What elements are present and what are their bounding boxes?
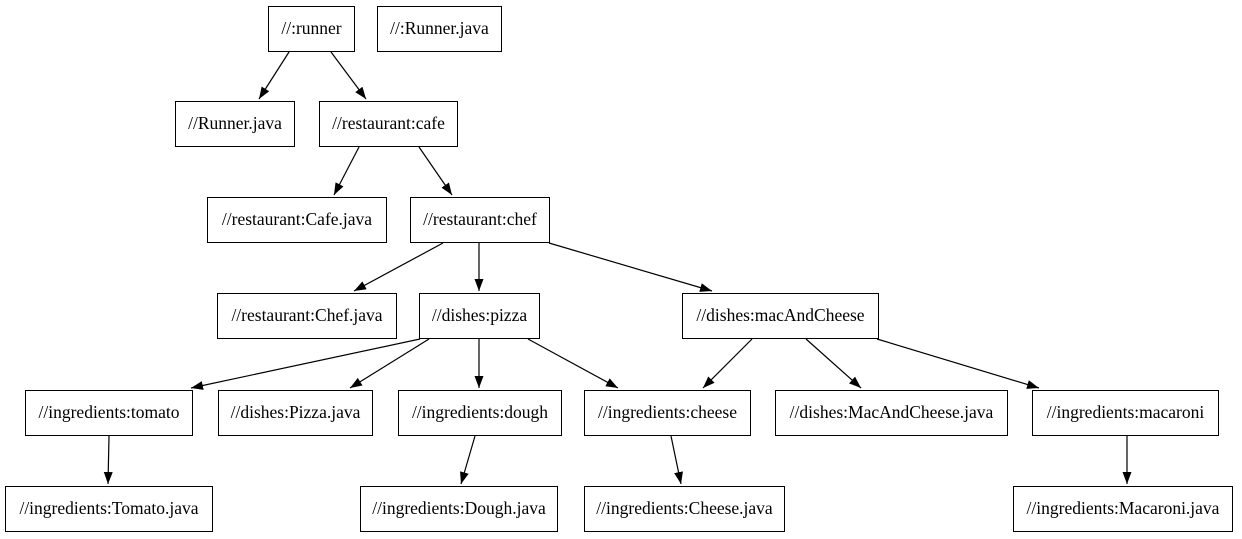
graph-node-chef: //restaurant:chef [410,197,550,243]
graph-node-label: //:Runner.java [390,18,489,39]
graph-node-runner_java_src: //Runner.java [175,101,295,147]
graph-node-macaroni: //ingredients:macaroni [1032,390,1219,436]
edge-pizza-to-tomato [190,338,421,390]
edge-runner-to-runner_java_src [258,51,290,100]
graph-node-label: //:runner [281,18,342,39]
graph-node-label: //ingredients:Tomato.java [19,498,199,519]
graph-node-cheese: //ingredients:cheese [584,390,751,436]
graph-node-mac_and_cheese_java: //dishes:MacAndCheese.java [775,390,1008,436]
graph-node-label: //restaurant:Cafe.java [221,209,373,230]
graph-node-label: //dishes:pizza [431,305,528,326]
edge-mac_and_cheese-to-mac_and_cheese_java [805,338,862,389]
graph-node-cheese_java: //ingredients:Cheese.java [584,486,785,532]
graph-node-pizza_java: //dishes:Pizza.java [218,390,373,436]
graph-node-label: //ingredients:Cheese.java [596,498,773,519]
graph-node-runner_java_target: //:Runner.java [377,6,502,52]
graph-node-label: //dishes:Pizza.java [230,402,361,423]
graph-node-pizza: //dishes:pizza [419,293,540,339]
graph-node-runner: //:runner [268,6,355,52]
edge-group [103,51,1132,485]
edge-chef-to-chef_java [353,242,444,292]
edge-mac_and_cheese-to-macaroni [876,338,1040,389]
graph-node-cafe_java: //restaurant:Cafe.java [207,197,387,243]
graph-node-chef_java: //restaurant:Chef.java [217,293,397,339]
edge-tomato-to-tomato_java [103,435,113,485]
graph-node-label: //restaurant:chef [423,209,537,230]
graph-node-label: //restaurant:Chef.java [231,305,383,326]
edge-mac_and_cheese-to-cheese [702,338,753,389]
edge-cafe-to-chef [418,146,453,196]
graph-node-label: //ingredients:Dough.java [372,498,546,519]
graph-node-tomato: //ingredients:tomato [25,390,193,436]
edge-pizza-to-cheese [527,338,619,389]
graph-node-label: //Runner.java [188,113,282,134]
edge-chef-to-mac_and_cheese [548,242,713,292]
graph-node-dough: //ingredients:dough [398,390,562,436]
graph-node-label: //ingredients:cheese [598,402,737,423]
graph-node-label: //restaurant:cafe [332,113,445,134]
edge-cafe-to-cafe_java [333,146,360,196]
graph-node-cafe: //restaurant:cafe [319,101,458,147]
graph-node-label: //ingredients:tomato [38,402,180,423]
graph-node-mac_and_cheese: //dishes:macAndCheese [682,293,879,339]
graph-node-macaroni_java: //ingredients:Macaroni.java [1013,486,1233,532]
graph-node-label: //ingredients:dough [411,402,549,423]
edge-pizza-to-pizza_java [349,338,430,389]
graph-node-label: //ingredients:macaroni [1046,402,1205,423]
graph-node-label: //dishes:macAndCheese [696,305,865,326]
graph-node-dough_java: //ingredients:Dough.java [360,486,558,532]
edge-dough-to-dough_java [460,435,476,485]
edge-cheese-to-cheese_java [670,435,683,485]
graph-node-label: //ingredients:Macaroni.java [1026,498,1220,519]
edge-runner-to-cafe [330,51,367,100]
graph-node-label: //dishes:MacAndCheese.java [789,402,994,423]
graph-node-tomato_java: //ingredients:Tomato.java [5,486,213,532]
